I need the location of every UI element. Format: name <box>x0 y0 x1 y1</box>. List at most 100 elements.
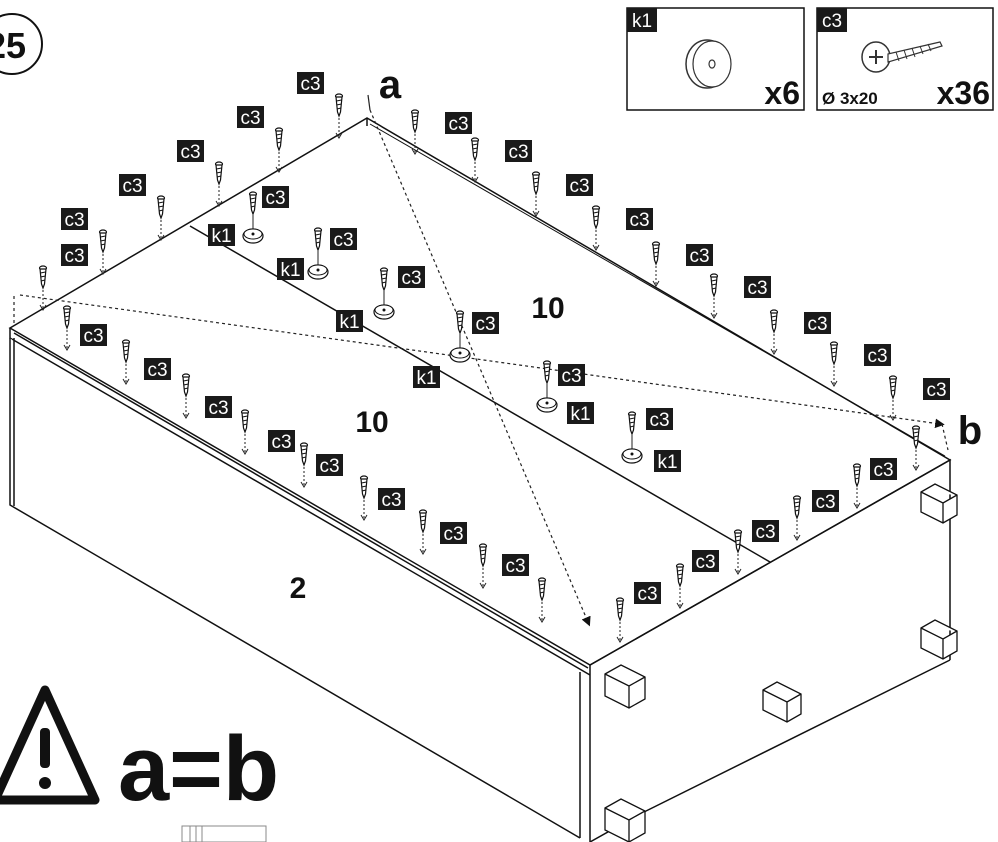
label-c3-text: c3 <box>689 246 709 267</box>
label-c3: c3 <box>119 174 146 197</box>
label-c3-text: c3 <box>695 552 715 573</box>
cams-layer <box>242 214 643 464</box>
label-c3: c3 <box>144 358 171 381</box>
cabinet-drawing <box>8 117 952 842</box>
screw-c3 <box>299 442 309 488</box>
label-c3-text: c3 <box>649 410 669 431</box>
cam-k1 <box>536 383 558 413</box>
glide-foot <box>920 619 958 660</box>
screw-c3 <box>531 171 541 217</box>
part-code-c3: c3 <box>822 11 842 32</box>
label-k1: k1 <box>654 450 681 473</box>
label-c3-text: c3 <box>448 114 468 135</box>
cam-k1 <box>449 333 471 363</box>
label-c3-text: c3 <box>867 346 887 367</box>
screw-c3 <box>792 495 802 541</box>
label-c3-text: c3 <box>815 492 835 513</box>
step-number-badge: 25 <box>0 13 43 75</box>
label-c3: c3 <box>923 378 950 401</box>
cam-k1 <box>242 214 264 244</box>
partial-next-item <box>181 825 267 842</box>
glide-foot <box>762 681 802 723</box>
label-c3-text: c3 <box>401 268 421 289</box>
cam-k1 <box>621 434 643 464</box>
label-c3: c3 <box>237 106 264 129</box>
screw-c3 <box>470 137 480 183</box>
label-c3-text: c3 <box>508 142 528 163</box>
label-c3: c3 <box>744 276 771 299</box>
screw-c3 <box>334 93 344 139</box>
panel-label-top-front: 10 <box>355 406 388 439</box>
label-c3: c3 <box>268 430 295 453</box>
screw-c3 <box>709 273 719 319</box>
glide-foot <box>604 798 646 842</box>
label-c3-text: c3 <box>271 432 291 453</box>
label-c3-text: c3 <box>180 142 200 163</box>
label-c3: c3 <box>177 140 204 163</box>
label-c3: c3 <box>80 324 107 347</box>
label-c3: c3 <box>864 344 891 367</box>
label-c3-text: c3 <box>807 314 827 335</box>
screw-c3 <box>675 563 685 609</box>
label-c3-text: c3 <box>475 314 495 335</box>
label-c3: c3 <box>646 408 673 431</box>
screw-c3 <box>478 543 488 589</box>
label-c3-text: c3 <box>505 556 525 577</box>
screw-c3 <box>214 161 224 207</box>
label-c3-text: c3 <box>747 278 767 299</box>
label-c3: c3 <box>445 112 472 135</box>
label-c3-text: c3 <box>240 108 260 129</box>
label-k1: k1 <box>208 224 235 247</box>
label-k1-text: k1 <box>657 452 677 473</box>
part-quantity-k1: x6 <box>764 75 800 111</box>
label-c3-text: c3 <box>333 230 353 251</box>
label-c3: c3 <box>505 140 532 163</box>
panel-label-side: 2 <box>290 572 307 605</box>
label-c3: c3 <box>626 208 653 231</box>
label-c3-text: c3 <box>443 524 463 545</box>
label-c3-text: c3 <box>561 366 581 387</box>
label-k1-text: k1 <box>416 368 436 389</box>
label-c3-text: c3 <box>926 380 946 401</box>
screw-icon <box>861 41 943 73</box>
glide-feet <box>604 483 958 842</box>
cam-disc-icon <box>685 39 732 89</box>
label-c3: c3 <box>804 312 831 335</box>
diagonal-b <box>19 294 945 429</box>
label-c3-text: c3 <box>300 74 320 95</box>
label-c3: c3 <box>692 550 719 573</box>
part-size-c3: Ø 3x20 <box>822 89 878 108</box>
diagonal-a <box>369 109 591 627</box>
label-c3-text: c3 <box>64 246 84 267</box>
screw-c3 <box>615 597 625 643</box>
warning-note: a=b <box>0 685 279 820</box>
screw-c3 <box>274 127 284 173</box>
label-c3-text: c3 <box>265 188 285 209</box>
label-c3-text: c3 <box>629 210 649 231</box>
label-c3: c3 <box>61 244 88 267</box>
label-c3: c3 <box>316 454 343 477</box>
label-c3: c3 <box>440 522 467 545</box>
label-c3: c3 <box>398 266 425 289</box>
warning-text: a=b <box>118 718 279 820</box>
label-c3-text: c3 <box>569 176 589 197</box>
screw-c3 <box>418 509 428 555</box>
label-c3: c3 <box>566 174 593 197</box>
panel-label-top-back: 10 <box>531 292 564 325</box>
screw-c3 <box>379 267 389 313</box>
label-c3: c3 <box>502 554 529 577</box>
screw-c3 <box>769 309 779 355</box>
label-c3-text: c3 <box>64 210 84 231</box>
cam-k1 <box>307 250 329 280</box>
screw-c3 <box>359 475 369 521</box>
label-k1: k1 <box>413 366 440 389</box>
label-k1: k1 <box>336 310 363 333</box>
label-k1-text: k1 <box>570 404 590 425</box>
screw-c3 <box>537 577 547 623</box>
screw-c3 <box>156 195 166 241</box>
label-c3: c3 <box>752 520 779 543</box>
label-c3: c3 <box>686 244 713 267</box>
label-c3-text: c3 <box>873 460 893 481</box>
cam-k1 <box>373 290 395 320</box>
panel-seam <box>189 225 771 563</box>
